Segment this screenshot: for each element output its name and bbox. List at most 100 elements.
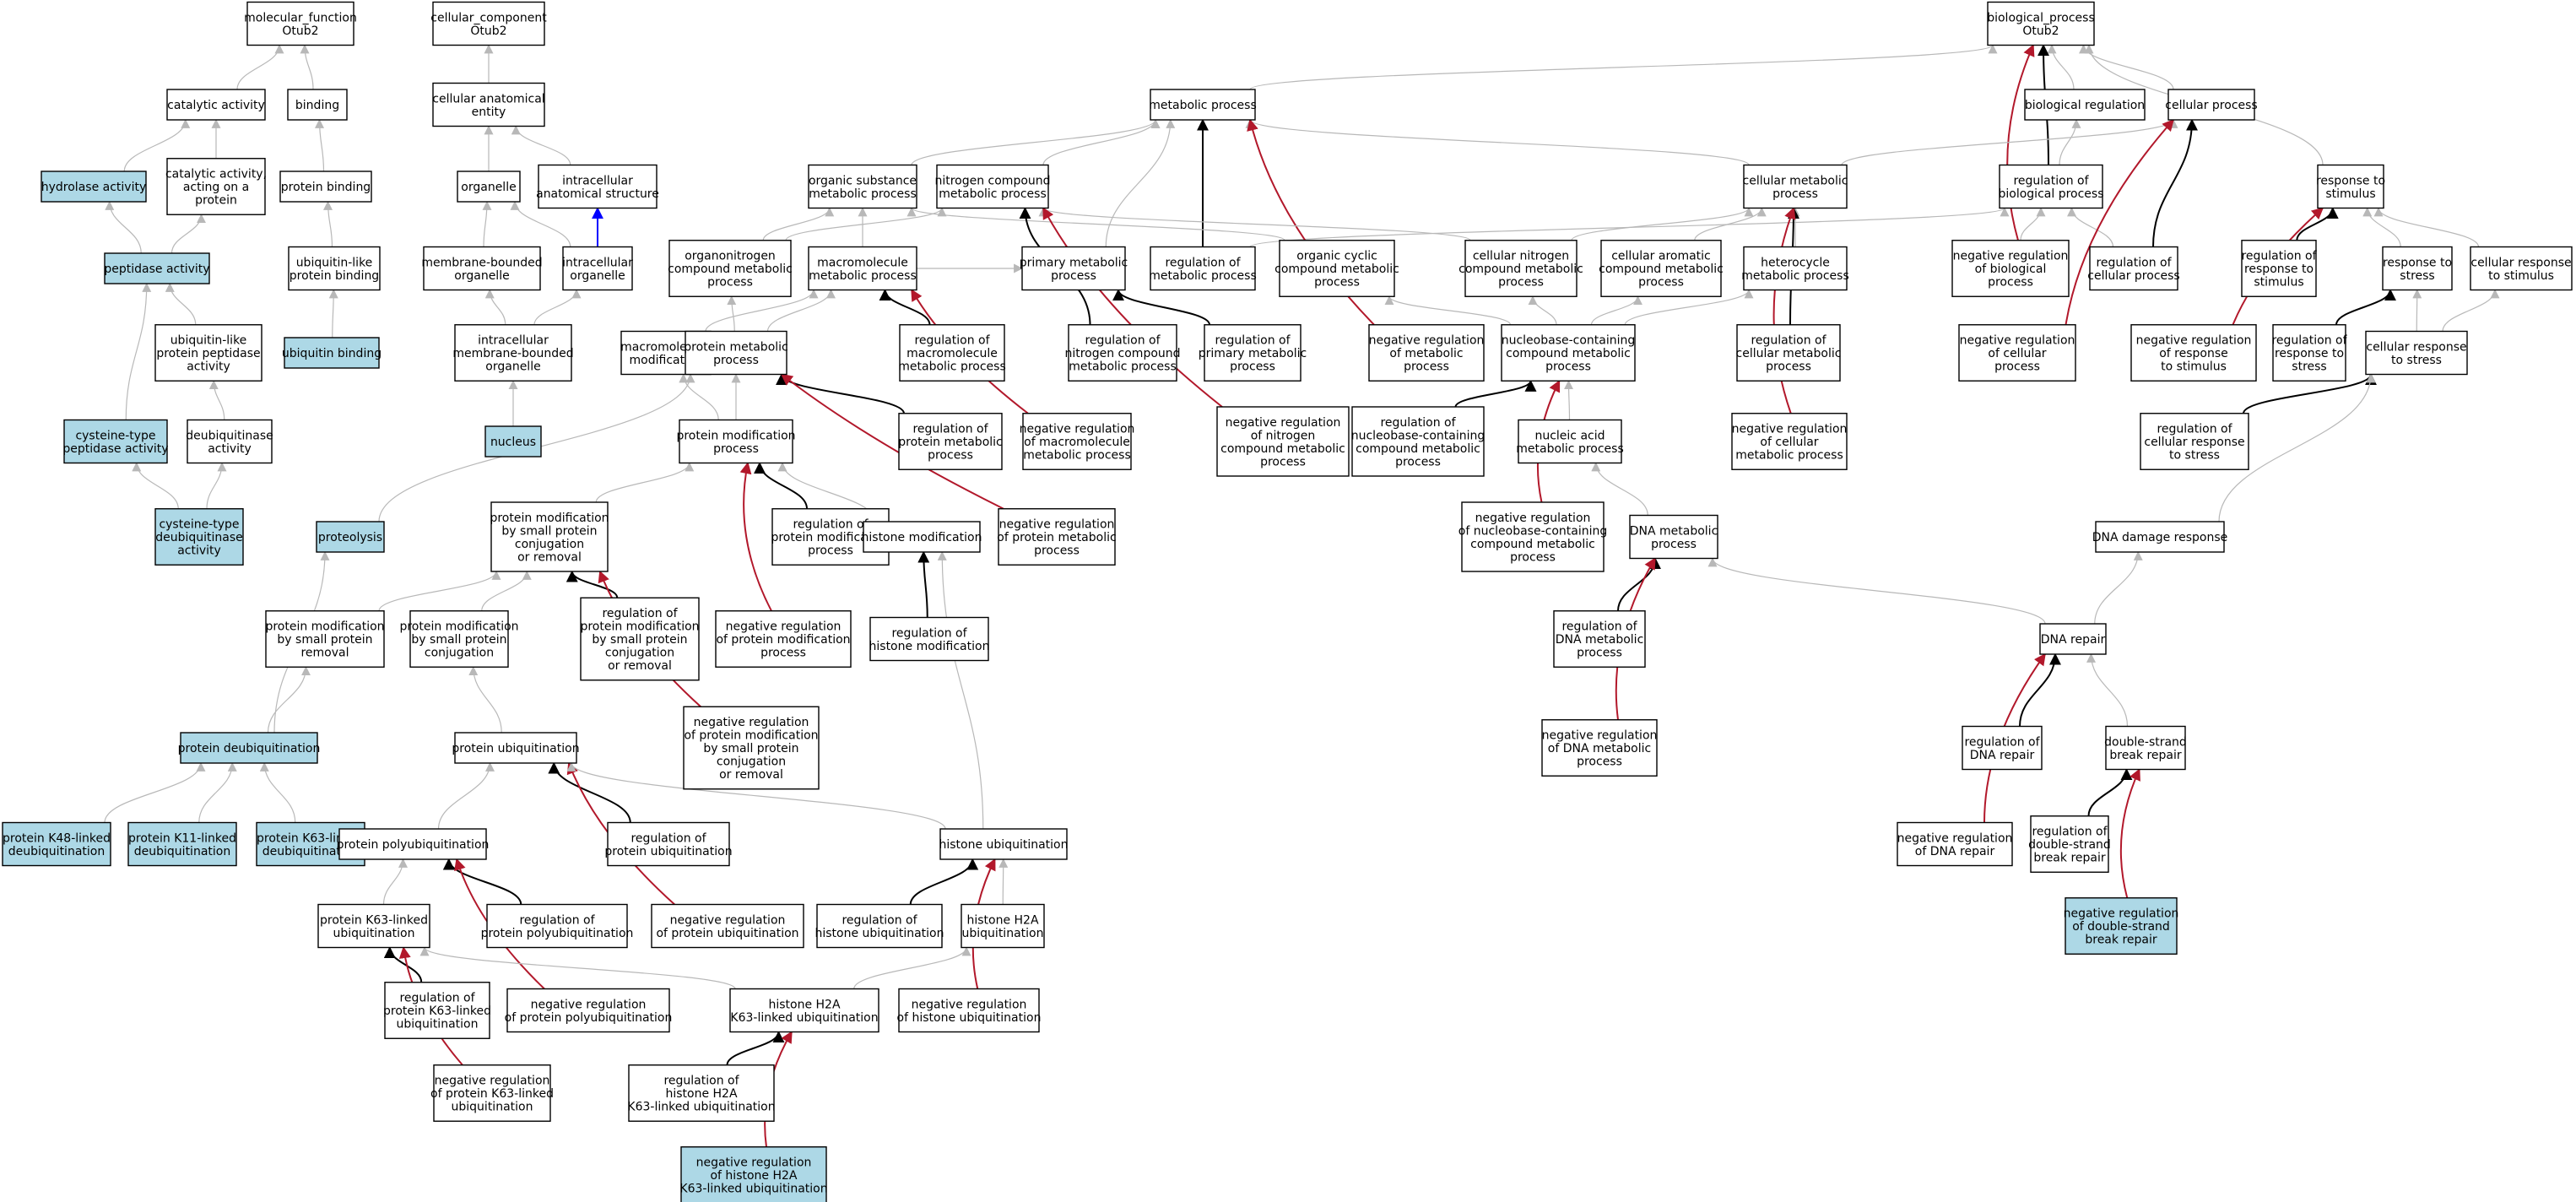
go-term-label-line: process bbox=[1395, 455, 1441, 468]
go-term-label-line: ubiquitin-like bbox=[170, 334, 247, 348]
go-term-label-line: cysteine-type bbox=[159, 518, 239, 532]
go-term-node: binding bbox=[287, 89, 348, 121]
go-term-label-line: nucleobase-containing bbox=[1351, 429, 1486, 442]
edge-is-a bbox=[727, 295, 737, 332]
go-term-label-line: or removal bbox=[517, 550, 582, 564]
edge-is-a bbox=[104, 761, 206, 823]
go-term-label-line: to stress bbox=[2169, 449, 2220, 463]
edge-regulates bbox=[726, 1031, 785, 1066]
go-term-box bbox=[154, 508, 244, 566]
edge-is-a bbox=[1571, 207, 1754, 241]
edge-regulates bbox=[1617, 557, 1661, 611]
go-term-label-line: regulation of bbox=[1380, 416, 1456, 430]
go-term-label-line: heterocycle bbox=[1761, 256, 1830, 269]
go-term-label: DNA repair bbox=[2041, 633, 2106, 647]
go-term-label-line: ubiquitination bbox=[333, 927, 415, 940]
go-term-label-line: of metabolic bbox=[1389, 347, 1463, 360]
go-term-label: histone ubiquitination bbox=[939, 838, 1069, 852]
go-term-label-line: protein K63-linked bbox=[257, 831, 365, 845]
go-term-label-line: process bbox=[1577, 647, 1622, 660]
go-term-label-line: of cellular bbox=[1988, 347, 2046, 360]
go-term-label-line: protein metabolic bbox=[684, 340, 787, 354]
edge-negatively-regulates bbox=[2006, 44, 2035, 241]
go-term-label-line: histone modification bbox=[862, 531, 982, 544]
go-term-label-line: intracellular bbox=[562, 174, 633, 187]
go-term-label-line: biological process bbox=[1999, 187, 2104, 201]
edge-regulates bbox=[2087, 768, 2133, 816]
go-term-label-line: histone H2A bbox=[665, 1087, 737, 1101]
go-term-label-line: of double-strand bbox=[2072, 920, 2170, 934]
go-term-node: nucleus bbox=[484, 425, 542, 458]
go-term-label-line: process bbox=[1498, 276, 1544, 290]
edge-is-a bbox=[2412, 289, 2422, 332]
edge-is-a bbox=[1564, 380, 1574, 420]
go-term-label-line: protein K63-linked bbox=[320, 913, 428, 927]
edge-is-a bbox=[2086, 652, 2129, 727]
go-term-box bbox=[2, 821, 111, 867]
go-term-label-line: metabolic process bbox=[1741, 269, 1849, 283]
go-term-label: proteolysis bbox=[318, 531, 382, 544]
go-term-label-line: ubiquitin binding bbox=[282, 347, 382, 360]
go-term-label-line: cellular metabolic bbox=[1743, 174, 1848, 187]
go-term-label-line: compound metabolic bbox=[1220, 442, 1345, 456]
go-term-node: peptidase activity bbox=[104, 252, 210, 284]
go-term-label-line: organonitrogen bbox=[685, 250, 776, 263]
edge-is-a bbox=[1841, 118, 2178, 165]
edge-is-a bbox=[323, 200, 333, 247]
go-term-box bbox=[287, 89, 348, 121]
go-term-label-line: negative regulation bbox=[912, 998, 1027, 1011]
go-term-label-line: protein peptidase bbox=[156, 347, 260, 360]
go-term-box bbox=[1999, 164, 2103, 209]
go-term-box bbox=[1204, 324, 1302, 382]
go-term-box bbox=[808, 164, 917, 209]
go-term-label-line: stress bbox=[2400, 269, 2434, 283]
go-term-node: DNA damage response bbox=[2092, 521, 2227, 553]
go-term-label-line: Otub2 bbox=[2022, 24, 2059, 38]
go-term-label-line: biological_process bbox=[1987, 11, 2095, 24]
edge-is-a bbox=[998, 858, 1009, 905]
go-term-label-line: metabolic process bbox=[939, 187, 1047, 201]
go-term-label-line: negative regulation bbox=[694, 716, 809, 729]
go-term-box bbox=[1022, 413, 1132, 470]
go-term-label-line: cellular_component bbox=[430, 11, 547, 24]
go-term-box bbox=[1501, 324, 1636, 382]
go-term-label-line: process bbox=[1994, 360, 2040, 374]
go-term-label-line: regulation of bbox=[2013, 174, 2089, 187]
go-term-box bbox=[1368, 324, 1485, 382]
go-term-label-line: cellular process bbox=[2087, 269, 2179, 283]
go-term-label-line: regulation of bbox=[912, 423, 988, 436]
go-term-label-line: histone ubiquitination bbox=[815, 927, 944, 940]
go-term-label-line: deubiquitination bbox=[8, 845, 105, 858]
go-term-label-line: by small protein bbox=[501, 524, 597, 538]
go-term-label-line: histone H2A bbox=[768, 998, 840, 1011]
go-term-label-line: negative regulation bbox=[1542, 729, 1658, 743]
go-term-box bbox=[288, 246, 381, 291]
